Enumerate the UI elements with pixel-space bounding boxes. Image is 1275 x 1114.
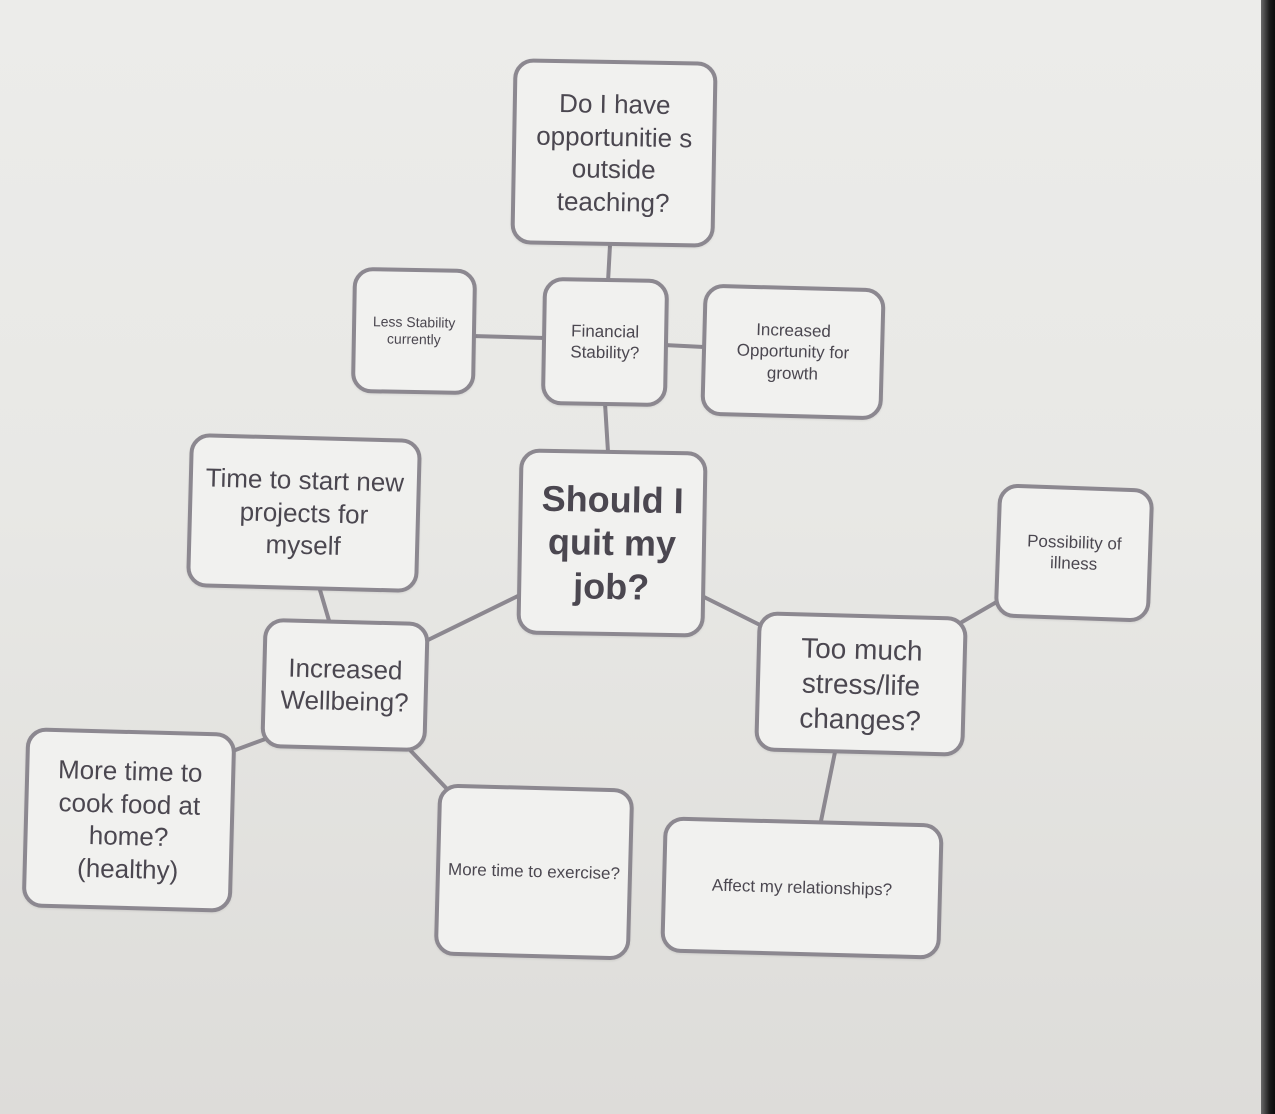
connector-stress-relationships (818, 750, 837, 828)
node-opportunities-outside-teaching: Do I have opportunitie s outside teachin… (510, 58, 718, 248)
connector-center-stress (700, 594, 764, 628)
node-affect-relationships: Affect my relationships? (660, 816, 944, 960)
node-possibility-illness: Possibility of illness (993, 483, 1155, 623)
node-time-new-projects: Time to start new projects for myself (186, 432, 422, 594)
connector-center-wellbeing (426, 592, 524, 642)
connector-less-stability-financial (470, 334, 547, 340)
connector-stress-illness (960, 598, 1002, 624)
connector-wellbeing-exercise (408, 748, 450, 792)
node-exercise: More time to exercise? (433, 783, 635, 961)
node-financial-stability: Financial Stability? (540, 276, 670, 408)
node-increased-opportunity: Increased Opportunity for growth (700, 283, 886, 421)
node-stress-life-changes: Too much stress/life changes? (754, 611, 968, 757)
node-center-question: Should I quit my job? (516, 448, 708, 638)
connector-time-projects-wellbeing (318, 588, 332, 626)
connector-financial-increased-opportunity (662, 343, 706, 349)
connector-wellbeing-cook-food (228, 736, 270, 754)
node-less-stability: Less Stability currently (350, 266, 478, 396)
node-increased-wellbeing: Increased Wellbeing? (260, 617, 430, 753)
monitor-edge (1261, 0, 1275, 1114)
node-cook-food-home: More time to cook food at home? (healthy… (21, 727, 237, 913)
connector-opportunities-financial (606, 243, 612, 284)
connector-financial-center (603, 401, 610, 454)
